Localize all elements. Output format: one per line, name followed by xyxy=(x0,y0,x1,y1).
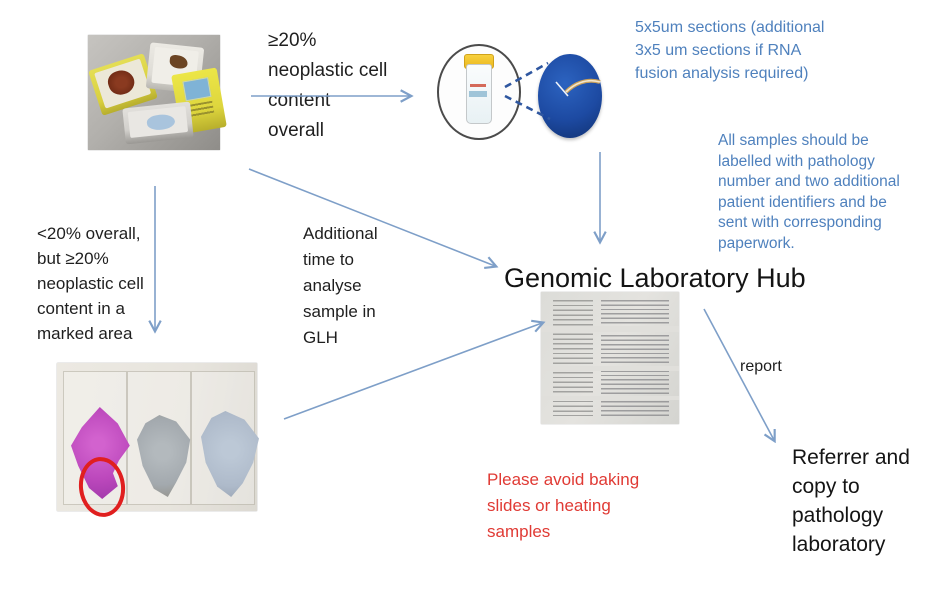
tissue-cassettes-photo xyxy=(88,35,227,150)
labelling-note: All samples should be labelled with path… xyxy=(718,132,900,252)
cassette-face xyxy=(127,106,189,138)
hub-title: Genomic Laboratory Hub xyxy=(504,263,806,293)
cassette-face xyxy=(94,58,152,109)
needle-line xyxy=(555,81,569,97)
tissue-blob xyxy=(146,113,176,132)
tissue-blob xyxy=(169,54,189,70)
report-arrow-label: report xyxy=(740,358,782,375)
tube-label-blue xyxy=(469,91,487,97)
referrer-label: Referrer and copy to pathology laborator… xyxy=(792,446,910,556)
cassette-screen xyxy=(182,77,212,102)
report-section-gap xyxy=(541,326,679,332)
section-ribbon-highlight xyxy=(565,79,601,93)
sample-tube-circle xyxy=(437,44,521,140)
high-content-label: ≥20% neoplastic cell content overall xyxy=(268,30,388,141)
pathology-report-photo xyxy=(541,292,679,424)
tube-label-red xyxy=(470,84,486,87)
low-content-label: <20% overall, but ≥20% neoplastic cell c… xyxy=(37,224,144,343)
section-ribbon-graphic xyxy=(555,78,601,97)
report-section-gap xyxy=(541,366,679,371)
stained-slides-photo xyxy=(57,363,259,520)
warning-note: Please avoid baking slides or heating sa… xyxy=(487,470,640,541)
gray-cassette xyxy=(122,101,194,145)
report-section-gap xyxy=(541,396,679,400)
tissue-blob xyxy=(105,67,138,98)
additional-time-label: Additional time to analyse sample in GLH xyxy=(303,224,378,347)
tissue-section-disc xyxy=(538,54,602,138)
sections-note: 5x5um sections (additional 3x5 um sectio… xyxy=(635,19,825,82)
